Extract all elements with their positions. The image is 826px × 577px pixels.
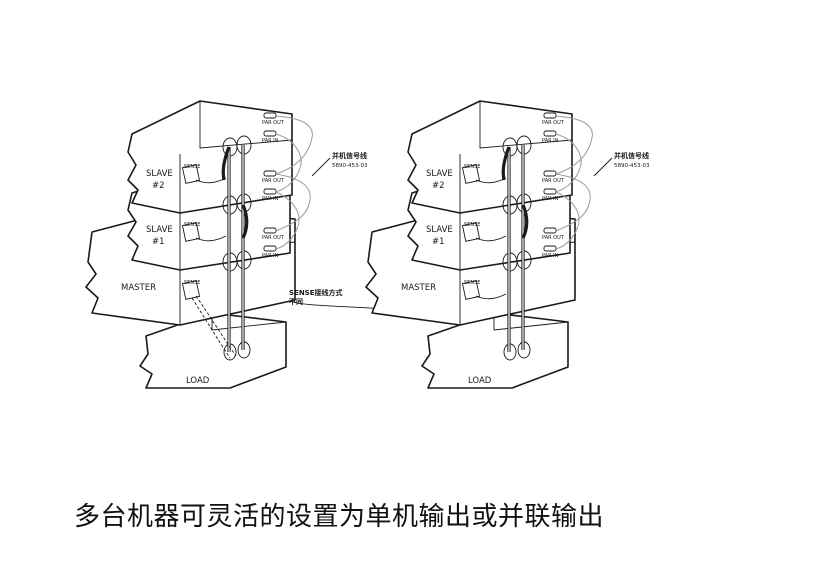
par-in-label-right-3: PAR IN	[542, 253, 559, 259]
par-in-label-right-1: PAR IN	[542, 138, 559, 144]
power-cables-left	[221, 145, 249, 352]
power-cables-right	[501, 145, 529, 352]
sense-label-master-right: SENSE	[464, 280, 480, 286]
cable-leader-left	[311, 157, 331, 177]
slave2-unit-left: SLAVE #2 SENSE	[127, 100, 293, 214]
par-in-label-left-2: PAR IN	[262, 196, 279, 202]
parallel-cables-left	[275, 115, 313, 250]
sense-label-slave1-right: SENSE	[464, 222, 480, 228]
par-in-label-left-1: PAR IN	[262, 138, 279, 144]
sense-label-slave2-right: SENSE	[464, 164, 480, 170]
par-out-label-right-1: PAR OUT	[542, 120, 565, 126]
parallel-cables-right	[555, 115, 593, 250]
cable-leader-right	[593, 157, 613, 177]
par-out-label-right-3: PAR OUT	[542, 235, 565, 241]
par-in-label-left-3: PAR IN	[262, 253, 279, 259]
slave2-label-left-2: #2	[152, 181, 165, 191]
slave2-label-right-2: #2	[432, 181, 445, 191]
load-label-right: LOAD	[468, 376, 492, 386]
slave1-label-right-1: SLAVE	[426, 225, 453, 235]
sense-note-line1: SENSE接线方式	[289, 288, 343, 297]
sense-label-slave2-left: SENSE	[184, 164, 200, 170]
caption: 多台机器可灵活的设置为单机输出或并联输出	[74, 502, 605, 532]
parallel-cable-part-right: 5890-453-03	[614, 163, 650, 169]
slave2-label-right-1: SLAVE	[426, 169, 453, 179]
par-in-label-right-2: PAR IN	[542, 196, 559, 202]
par-out-label-left-2: PAR OUT	[262, 178, 285, 184]
slave1-label-left-1: SLAVE	[146, 225, 173, 235]
slave1-label-right-2: #1	[432, 237, 445, 247]
load-box-left: LOAD	[139, 312, 287, 389]
sense-wires-left	[191, 177, 237, 359]
sense-wires-right	[475, 177, 507, 300]
slave2-label-left-1: SLAVE	[146, 169, 173, 179]
master-label-right: MASTER	[401, 283, 436, 293]
sense-label-master-left: SENSE	[184, 280, 200, 286]
par-out-label-left-1: PAR OUT	[262, 120, 285, 126]
slave1-label-left-2: #1	[152, 237, 165, 247]
right-setup: LOAD MASTER SENSE SLAVE #1 SENSE SLAVE #	[365, 100, 650, 389]
parallel-cable-title-left: 并机信号线	[332, 151, 367, 160]
load-box-right: LOAD	[421, 312, 569, 389]
load-label-left: LOAD	[186, 376, 210, 386]
parallel-cable-title-right: 并机信号线	[614, 151, 649, 160]
sense-note-line2: 不同	[289, 298, 303, 306]
sense-label-slave1-left: SENSE	[184, 222, 200, 228]
master-label-left: MASTER	[121, 283, 156, 293]
par-out-label-left-3: PAR OUT	[262, 235, 285, 241]
left-setup: LOAD MASTER SENSE SLAVE #1 SENSE SLAVE #	[85, 100, 368, 389]
par-out-label-right-2: PAR OUT	[542, 178, 565, 184]
parallel-cable-part-left: 5890-453-03	[332, 163, 368, 169]
slave2-unit-right: SLAVE #2 SENSE	[407, 100, 573, 214]
